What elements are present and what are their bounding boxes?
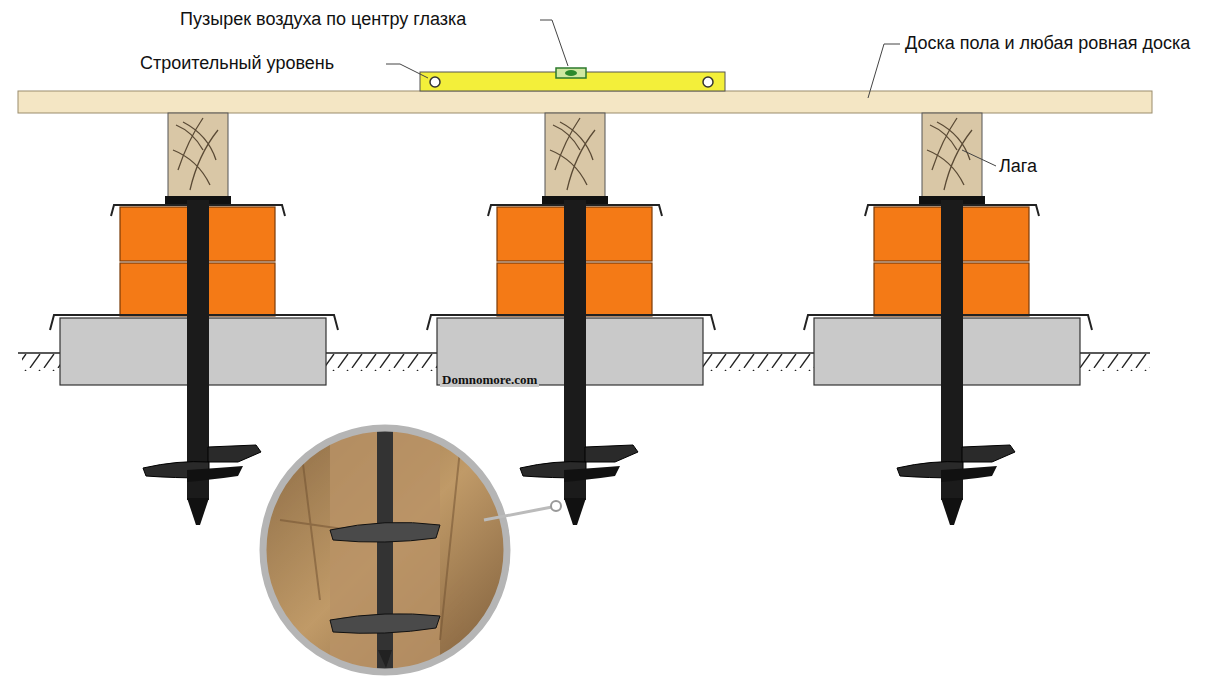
label-holder: Пузырек воздуха по центру глазка <box>180 9 466 30</box>
label-holder: Строительный уровень <box>140 53 334 74</box>
callout-label: Доска пола и любая ровная доска <box>905 33 1190 53</box>
watermark: Domnomore.com <box>440 372 539 387</box>
callout-label: Лага <box>999 156 1037 176</box>
label-holder: Domnomore.com <box>440 370 539 388</box>
label-holder: Доска пола и любая ровная доска <box>905 33 1190 54</box>
label-holder: Лага <box>999 156 1037 177</box>
callout-label: Пузырек воздуха по центру глазка <box>180 9 466 29</box>
callout-label: Строительный уровень <box>140 53 334 73</box>
